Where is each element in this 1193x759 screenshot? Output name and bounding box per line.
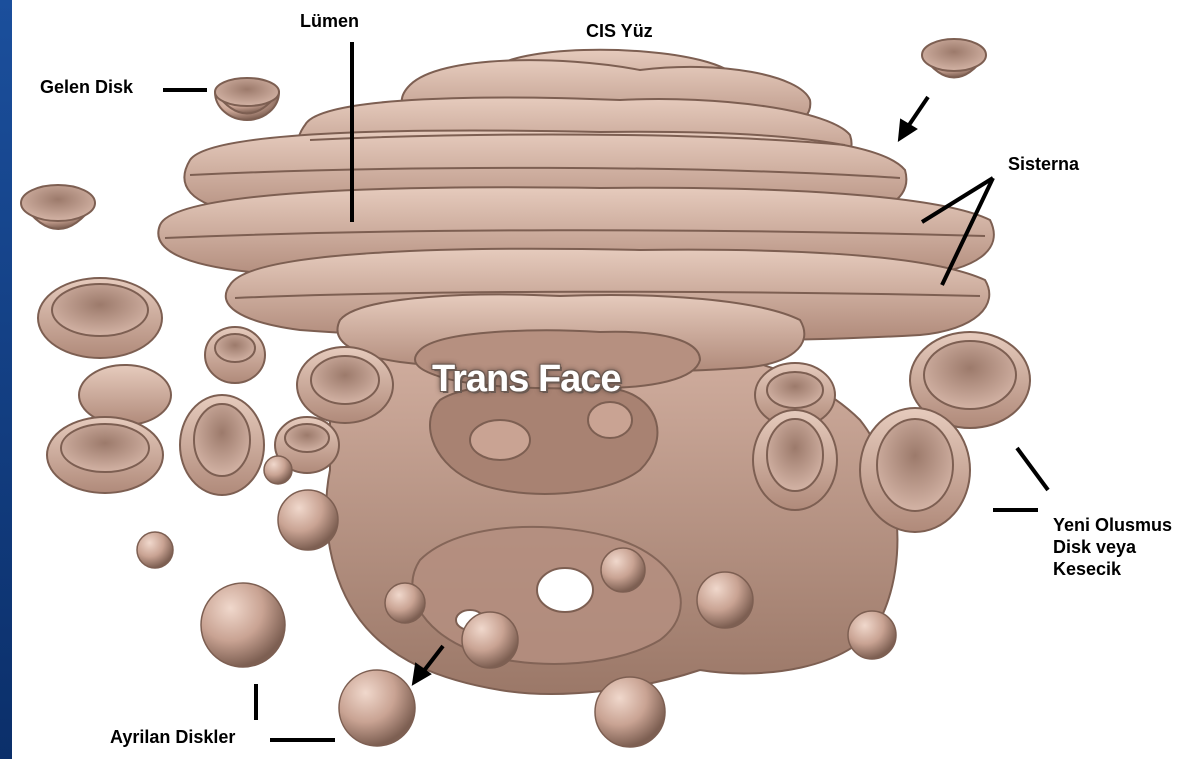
label-new-vesicle-line3: Kesecik xyxy=(1053,558,1193,580)
label-cis-face: CIS Yüz xyxy=(586,20,653,42)
label-cisterna: Sisterna xyxy=(1008,153,1079,175)
label-separating-disks: Ayrilan Diskler xyxy=(110,726,235,748)
label-new-vesicle: Yeni Olusmus Disk veya Kesecik xyxy=(1053,514,1193,580)
label-incoming-disk: Gelen Disk xyxy=(40,76,133,98)
label-trans-face: Trans Face xyxy=(432,358,621,401)
label-lumen: Lümen xyxy=(300,10,359,32)
label-new-vesicle-line2: Disk veya xyxy=(1053,536,1193,558)
cisterna-stack xyxy=(158,50,994,389)
leader-yeni-1 xyxy=(1017,448,1048,490)
label-new-vesicle-line1: Yeni Olusmus xyxy=(1053,514,1193,536)
arrow-incoming-shaft xyxy=(907,97,928,128)
arrow-incoming-head xyxy=(899,120,916,140)
